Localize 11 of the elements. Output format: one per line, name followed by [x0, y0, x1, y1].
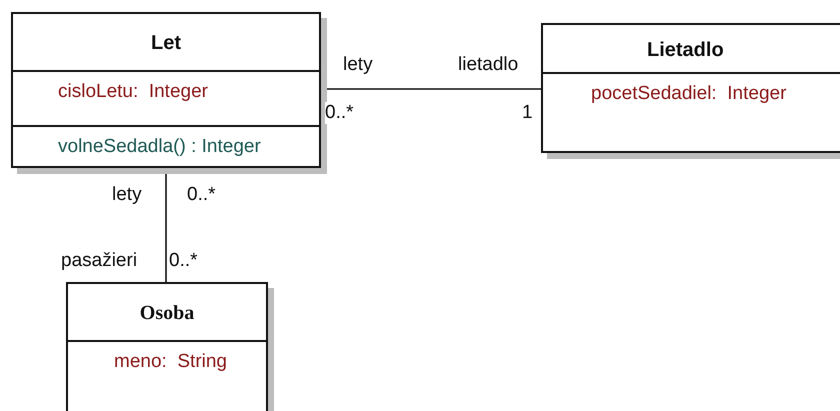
operation-text: volneSedadla() : Integer — [58, 136, 261, 158]
role-name: lety — [112, 184, 142, 206]
attribute-text: pocetSedadiel: Integer — [591, 83, 786, 105]
attribute-text: meno: String — [114, 351, 227, 373]
class-name: Let — [150, 32, 182, 54]
multiplicity: 0..* — [325, 102, 354, 124]
class-name: Lietadlo — [647, 38, 724, 60]
class-name: Osoba — [138, 302, 196, 324]
role-name: pasažieri — [61, 250, 138, 272]
role-name: lety — [343, 54, 373, 76]
attribute-text: cisloLetu: Integer — [58, 81, 208, 103]
